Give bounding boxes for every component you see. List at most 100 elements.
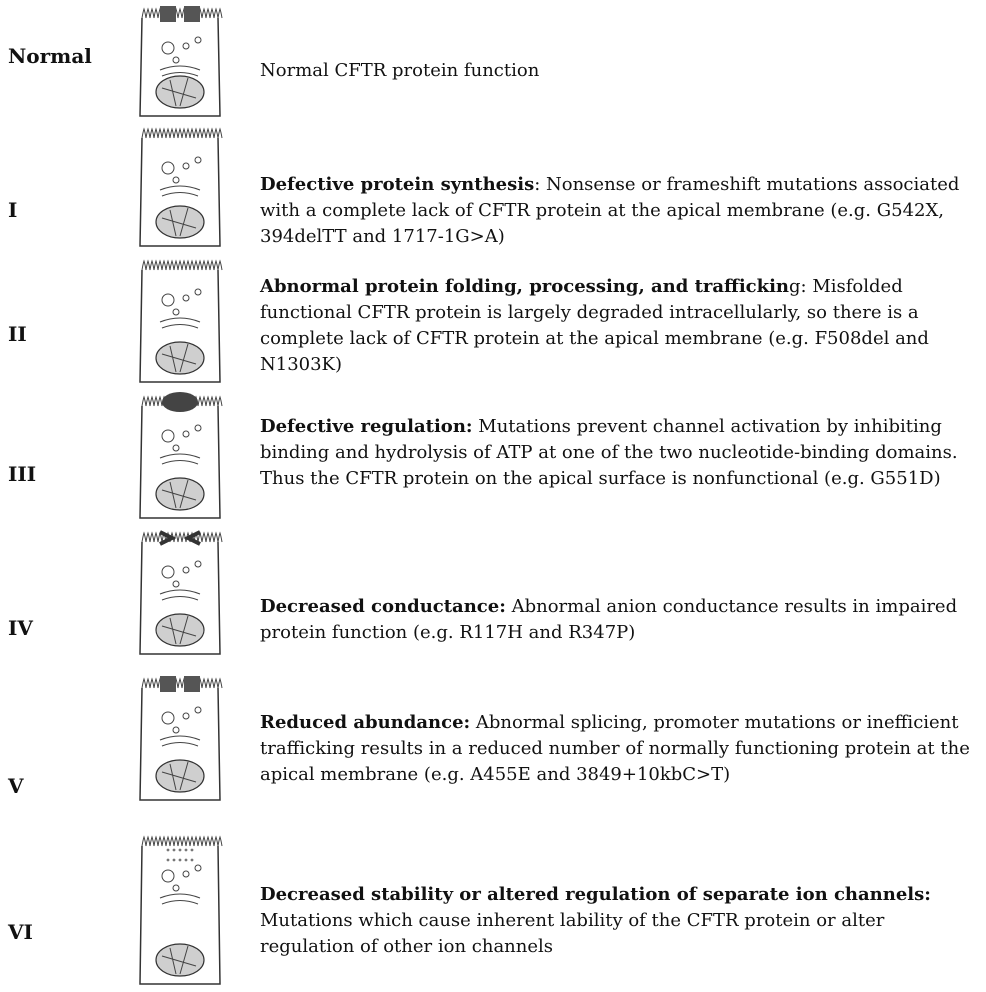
row-class-vi: VI Decreased stability or altered regula…: [0, 816, 986, 992]
vesicle: [172, 884, 180, 892]
vesicle: [161, 41, 175, 55]
nucleus: [155, 613, 205, 647]
class-description: Decreased conductance: Abnormal anion co…: [260, 594, 972, 646]
cell-diagram: [139, 259, 223, 383]
vesicle: [172, 308, 180, 316]
cell-diagram: [139, 835, 223, 985]
cell-outline: [139, 17, 221, 117]
vesicle: [182, 712, 190, 720]
row-class-iv: IV Decreased conductance: Abnormal anion…: [0, 526, 986, 660]
class-description: Reduced abundance: Abnormal splicing, pr…: [260, 710, 972, 788]
vesicle: [161, 429, 175, 443]
description-title: Abnormal protein folding, processing, an…: [260, 276, 790, 297]
vesicle: [194, 156, 202, 164]
vesicle: [194, 288, 202, 296]
microvilli: [141, 127, 223, 139]
class-description: Defective protein synthesis: Nonsense or…: [260, 172, 972, 250]
nucleus-hatching: [161, 761, 197, 791]
microvilli: [141, 7, 223, 19]
row-normal: Normal Normal CFTR protein function: [0, 0, 986, 120]
nucleus: [155, 341, 205, 375]
description-title: Decreased stability or altered regulatio…: [260, 884, 931, 905]
vesicle: [182, 42, 190, 50]
cell-diagram: [139, 530, 223, 655]
vesicle: [194, 36, 202, 44]
cell-diagram: [139, 392, 223, 519]
microvilli: [141, 677, 223, 689]
cftr-channel-closed: [162, 392, 198, 412]
degraded-fragment: [172, 858, 176, 862]
golgi-stack: [159, 735, 201, 747]
class-label: IV: [8, 616, 33, 640]
description-text: Abnormal splicing, promoter mutations or…: [260, 712, 970, 785]
nucleus: [155, 477, 205, 511]
vesicle: [194, 424, 202, 432]
golgi-stack: [159, 185, 201, 197]
degraded-fragment: [166, 858, 170, 862]
microvilli: [141, 259, 223, 271]
class-description: Normal CFTR protein function: [260, 58, 972, 84]
row-class-i: I Defective protein synthesis: Nonsense …: [0, 120, 986, 252]
description-text: Abnormal anion conductance results in im…: [260, 596, 958, 643]
vesicle: [194, 864, 202, 872]
golgi-stack: [159, 589, 201, 601]
description-title: Reduced abundance:: [260, 712, 471, 733]
vesicle: [161, 565, 175, 579]
vesicle: [161, 711, 175, 725]
vesicle: [194, 706, 202, 714]
row-class-ii: II Abnormal protein folding, processing,…: [0, 252, 986, 388]
vesicle: [161, 293, 175, 307]
nucleus: [155, 943, 205, 977]
microvilli: [141, 531, 223, 543]
description-text: Mutations prevent channel activation by …: [260, 416, 958, 489]
nucleus-hatching: [161, 77, 197, 107]
vesicle: [172, 56, 180, 64]
vesicle: [172, 444, 180, 452]
cell-outline: [139, 405, 221, 519]
class-label: III: [8, 462, 37, 486]
degraded-fragment: [172, 848, 176, 852]
description-title: Defective protein synthesis: [260, 174, 535, 195]
nucleus-hatching: [161, 945, 197, 975]
class-label: Normal: [8, 44, 92, 68]
vesicle: [161, 161, 175, 175]
degraded-fragment: [190, 848, 194, 852]
vesicle: [182, 430, 190, 438]
description-text: Normal CFTR protein function: [260, 60, 540, 81]
cell-outline: [139, 541, 221, 655]
cell-outline: [139, 137, 221, 247]
cell-diagram: [139, 6, 223, 117]
golgi-stack: [159, 893, 201, 905]
cftr-channel-left: [160, 6, 176, 22]
vesicle: [161, 869, 175, 883]
degraded-fragment: [190, 858, 194, 862]
vesicle: [172, 176, 180, 184]
description-text: Mutations which cause inherent lability …: [260, 910, 885, 957]
cell-diagram: [139, 127, 223, 247]
vesicle: [172, 580, 180, 588]
nucleus: [155, 205, 205, 239]
class-label: I: [8, 198, 18, 222]
vesicle: [172, 726, 180, 734]
cftr-channel-right: [184, 676, 200, 692]
golgi-stack: [159, 317, 201, 329]
class-label: V: [8, 774, 24, 798]
class-label: VI: [8, 920, 33, 944]
nucleus-hatching: [161, 343, 197, 373]
cell-outline: [139, 687, 221, 801]
degraded-fragment: [178, 858, 182, 862]
class-description: Abnormal protein folding, processing, an…: [260, 274, 972, 378]
degraded-fragment: [178, 848, 182, 852]
description-title: Defective regulation:: [260, 416, 473, 437]
description-title: Decreased conductance:: [260, 596, 506, 617]
degraded-fragment: [184, 848, 188, 852]
nucleus: [155, 759, 205, 793]
vesicle: [182, 870, 190, 878]
golgi-stack: [159, 453, 201, 465]
row-class-iii: III Defective regulation: Mutations prev…: [0, 388, 986, 526]
row-class-v: V Reduced abundance: Abnormal splicing, …: [0, 660, 986, 816]
class-label: II: [8, 322, 27, 346]
cell-outline: [139, 269, 221, 383]
microvilli: [141, 835, 223, 847]
cell-diagram: [139, 676, 223, 801]
